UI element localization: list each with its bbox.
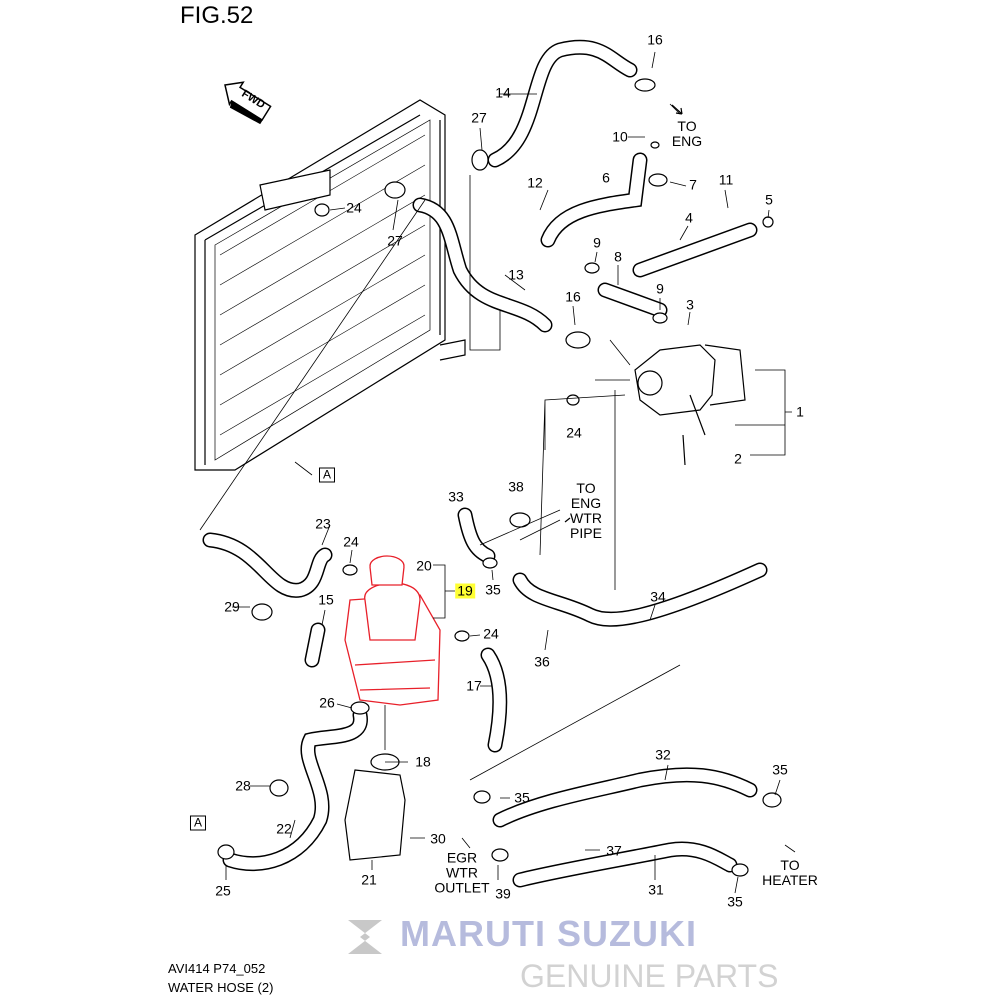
callout[interactable]: 24 (343, 533, 359, 550)
callout[interactable]: 35 (727, 893, 743, 910)
figure-code: AVI414 P74_052 (168, 961, 266, 976)
reference-mark-a: A (189, 815, 207, 831)
callout[interactable]: 33 (448, 488, 464, 505)
callout[interactable]: 18 (415, 753, 431, 770)
callout[interactable]: 29 (224, 598, 240, 615)
callout[interactable]: 21 (361, 871, 377, 888)
callout[interactable]: 16 (565, 288, 581, 305)
leader-lines (199, 51, 796, 894)
callout[interactable]: 16 (647, 31, 663, 48)
callout[interactable]: 39 (495, 885, 511, 902)
callout[interactable]: 10 (612, 128, 628, 145)
watermark-sub: GENUINE PARTS (520, 958, 779, 994)
callout[interactable]: 13 (508, 266, 524, 283)
callout[interactable]: 25 (215, 882, 231, 899)
callout[interactable]: 9 (656, 280, 664, 297)
fwd-arrow-icon (224, 81, 272, 125)
callout[interactable]: 23 (315, 515, 331, 532)
callout[interactable]: 35 (514, 789, 530, 806)
callout[interactable]: 36 (534, 653, 550, 670)
callout[interactable]: 12 (527, 174, 543, 191)
callout[interactable]: 32 (655, 746, 671, 763)
clamps (217, 78, 782, 877)
radiator (194, 99, 466, 471)
callout[interactable]: 8 (614, 248, 622, 265)
callout[interactable]: 27 (471, 109, 487, 126)
callout[interactable]: 15 (318, 591, 334, 608)
callout[interactable]: 2 (734, 450, 742, 467)
callout[interactable]: 35 (485, 581, 501, 598)
callout[interactable]: 14 (495, 84, 511, 101)
note-egr-wtr-outlet: EGR WTR OUTLET (434, 849, 490, 896)
callout[interactable]: 7 (689, 176, 697, 193)
callout[interactable]: 24 (346, 199, 362, 216)
thermostat-housing (634, 344, 746, 466)
note-to-eng-wtr-pipe: TO ENG WTR PIPE (570, 480, 602, 541)
arrow-to-eng (671, 104, 683, 115)
callout[interactable]: 37 (606, 842, 622, 859)
callout[interactable]: 17 (466, 677, 482, 694)
callout[interactable]: 22 (276, 820, 292, 837)
callout[interactable]: 9 (593, 234, 601, 251)
note-to-heater: TO HEATER (762, 857, 818, 888)
callout[interactable]: 24 (483, 625, 499, 642)
watermark-brand: MARUTI SUZUKI (400, 913, 697, 954)
bracket (344, 769, 406, 861)
callout[interactable]: 26 (319, 694, 335, 711)
callout[interactable]: 20 (416, 557, 432, 574)
callout[interactable]: 38 (508, 478, 524, 495)
callout[interactable]: 3 (686, 296, 694, 313)
callout[interactable]: 6 (602, 169, 610, 186)
callout[interactable]: 31 (648, 881, 664, 898)
arrow-to-wtr-pipe (564, 517, 571, 523)
callout[interactable]: 35 (772, 761, 788, 778)
callout[interactable]: 11 (718, 171, 734, 188)
suzuki-logo-icon (348, 920, 382, 954)
reference-mark-a: A (318, 467, 336, 483)
callout[interactable]: 27 (387, 232, 403, 249)
callout[interactable]: 4 (685, 209, 693, 226)
figure-title: FIG.52 (180, 2, 254, 29)
hoses (202, 39, 768, 888)
callout[interactable]: 24 (566, 424, 582, 441)
callout[interactable]: 5 (765, 191, 773, 208)
callout-highlighted[interactable]: 19 (455, 582, 475, 599)
callout[interactable]: 1 (796, 403, 804, 420)
callout[interactable]: 30 (430, 830, 446, 847)
note-to-eng: TO ENG (671, 118, 703, 149)
reservoir-tank (344, 555, 441, 706)
callout[interactable]: 34 (650, 588, 666, 605)
figure-name: WATER HOSE (2) (168, 980, 274, 995)
callout[interactable]: 28 (235, 777, 251, 794)
